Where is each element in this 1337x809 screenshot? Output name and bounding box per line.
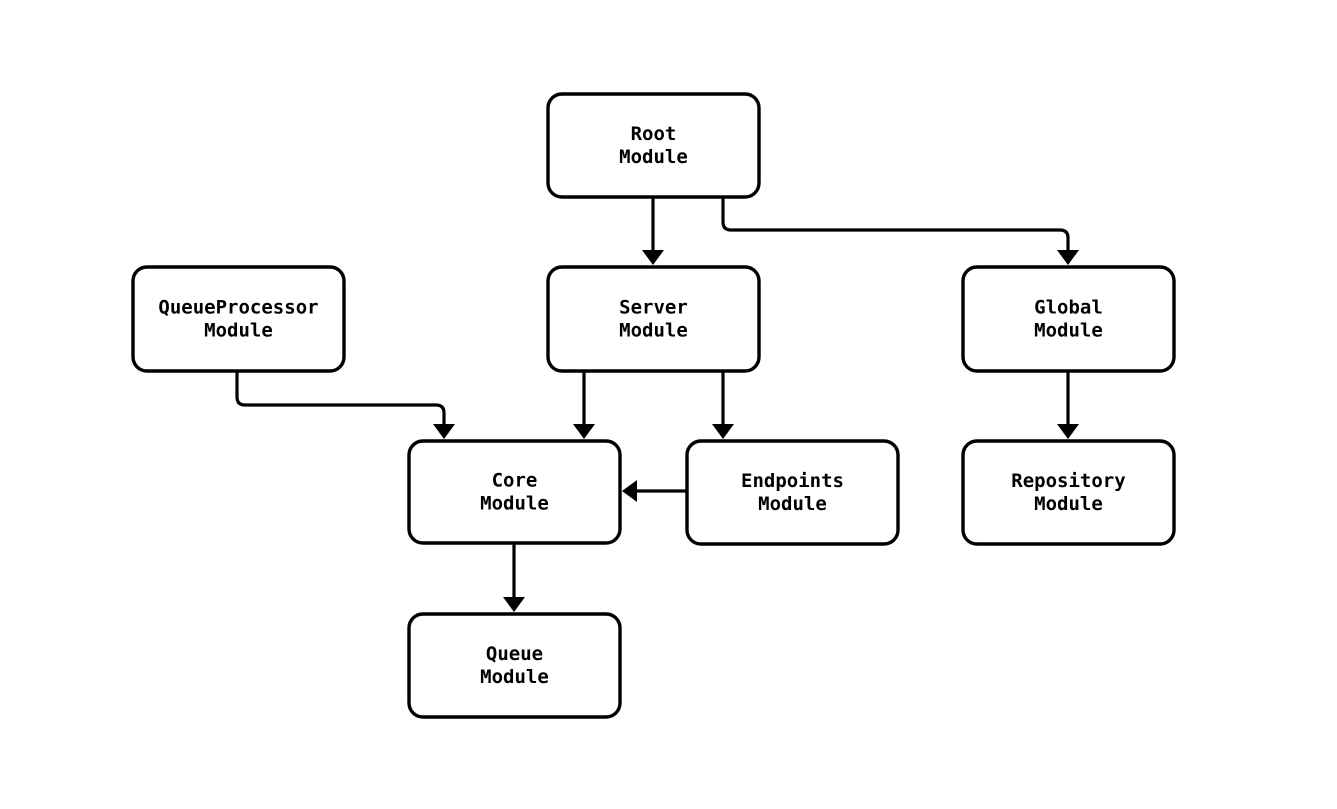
node-box[interactable] <box>685 439 900 546</box>
node-layer: RootModuleQueueProcessorModuleServerModu… <box>131 92 1176 719</box>
arrowhead-icon <box>433 424 455 439</box>
edge-line <box>235 371 446 426</box>
arrowhead-icon <box>712 424 734 439</box>
node-label-line2: Module <box>758 493 827 515</box>
node-label-line1: Root <box>631 123 677 145</box>
edge-server-to-core <box>573 371 595 439</box>
node-box[interactable] <box>961 439 1176 546</box>
node-label-line1: Core <box>492 470 538 492</box>
node-label-line1: QueueProcessor <box>158 297 318 319</box>
node-box[interactable] <box>131 265 346 373</box>
node-label-line2: Module <box>619 320 688 342</box>
edge-server-to-endpoints <box>712 371 734 439</box>
node-label-line1: Queue <box>486 643 543 665</box>
node-label-line1: Server <box>619 297 688 319</box>
arrowhead-icon <box>1057 424 1079 439</box>
edge-global-to-repository <box>1057 371 1079 439</box>
node-label-line1: Endpoints <box>741 470 844 492</box>
edge-endpoints-to-core <box>622 480 687 502</box>
node-label-line1: Global <box>1034 297 1103 319</box>
node-box[interactable] <box>546 92 761 199</box>
node-label-line2: Module <box>1034 320 1103 342</box>
node-box[interactable] <box>546 265 761 373</box>
node-label-line1: Repository <box>1011 470 1125 492</box>
edge-root-to-server <box>642 197 664 265</box>
node-label-line2: Module <box>480 666 549 688</box>
node-label-line2: Module <box>204 320 273 342</box>
edge-queueprocessor-to-core <box>235 371 455 439</box>
edge-layer <box>235 197 1079 612</box>
node-label-line2: Module <box>1034 493 1103 515</box>
arrowhead-icon <box>642 250 664 265</box>
arrowhead-icon <box>622 480 637 502</box>
node-box[interactable] <box>407 439 622 545</box>
arrowhead-icon <box>503 597 525 612</box>
node-label-line2: Module <box>619 146 688 168</box>
arrowhead-icon <box>573 424 595 439</box>
node-label-line2: Module <box>480 493 549 515</box>
arrowhead-icon <box>1057 250 1079 265</box>
edge-line <box>721 197 1070 252</box>
edge-root-to-global <box>721 197 1079 265</box>
node-box[interactable] <box>407 612 622 719</box>
node-box[interactable] <box>961 265 1176 373</box>
edge-core-to-queue <box>503 543 525 612</box>
